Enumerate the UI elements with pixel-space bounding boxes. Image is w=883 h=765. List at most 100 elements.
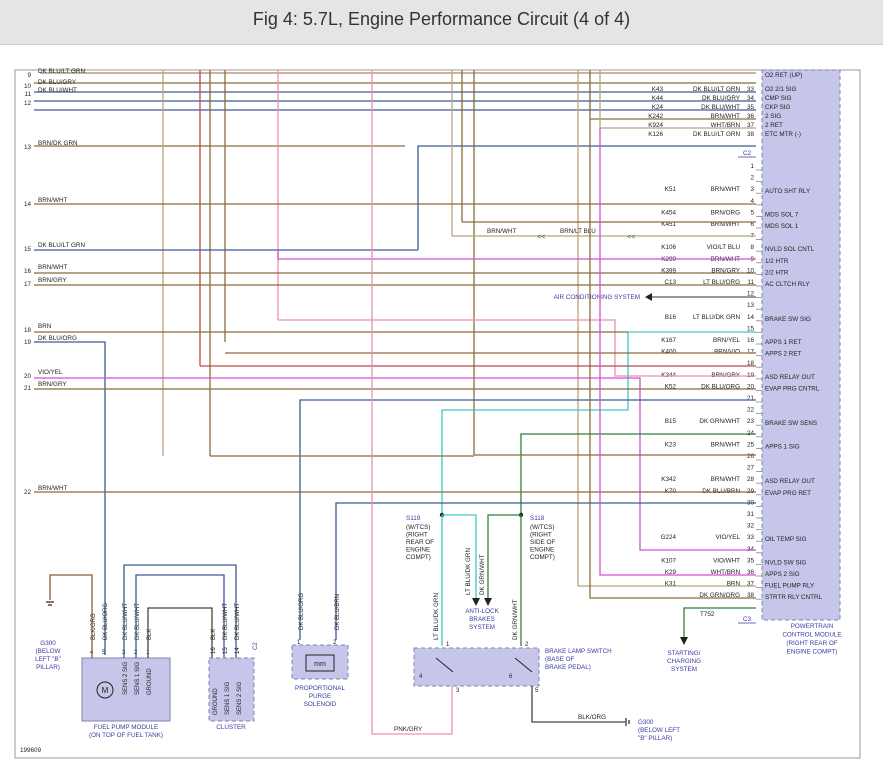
pin-number: 38 (747, 131, 755, 138)
wire-color-label: DK BLU/WHT (135, 603, 141, 640)
circuit-label: K451 (661, 221, 676, 228)
circuit-label: K126 (648, 131, 663, 138)
pcm-signal-label: ASD RELAY OUT (765, 478, 815, 485)
pin-number: 20 (747, 383, 755, 390)
pin-number: 35 (747, 557, 755, 564)
pin-signal-label: GROUND (147, 668, 153, 695)
pcm-signal-label: APPS 2 SIG (765, 571, 800, 578)
pin-number: 6 (509, 674, 513, 680)
pcm-signal-label: O2 RET (UP) (765, 72, 802, 79)
pcm-signal-label: APPS 1 SIG (765, 443, 800, 450)
purge-solenoid-label: PROPORTIONAL (295, 685, 345, 692)
row-number: 15 (24, 246, 32, 253)
pin-number: 33 (747, 534, 755, 541)
pin-number: 19 (747, 372, 755, 379)
wire-color-label: WHT/BRN (711, 569, 741, 576)
wire (147, 607, 213, 658)
wire-color-label: VIO/WHT (713, 557, 740, 564)
wire (371, 70, 453, 735)
circuit-label: K29 (665, 569, 677, 576)
row-number: 18 (24, 327, 32, 334)
abs-system-label: ANTI-LOCK (465, 608, 499, 615)
pcm-signal-label: BRAKE SW SENS (765, 420, 817, 427)
wire-color-label: BRN/WHT (711, 186, 741, 193)
row-number: 22 (24, 489, 32, 496)
wire-color-label: DK GRN/WHT (512, 599, 519, 640)
pin-number: 17 (747, 349, 755, 356)
wire-color-label: DK BLU/LT GRN (693, 131, 740, 138)
wire-color-label: BRN (38, 323, 52, 330)
ground-label: (BELOW (36, 648, 61, 655)
pcm-signal-label: 2/2 HTR (765, 269, 789, 276)
wire-color-label: BLK/ORG (578, 714, 606, 721)
circuit-label: K70 (665, 488, 677, 495)
splice-location: (RIGHT (406, 532, 428, 539)
circuit-label: K924 (648, 122, 663, 129)
diagram-frame (14, 69, 861, 759)
pin-number: 3 (456, 688, 460, 694)
pcm-title: POWERTRAIN (791, 623, 834, 630)
diagram-id: 199609 (20, 747, 42, 754)
charging-system-label: CHARGING (667, 658, 701, 665)
pin-number: 1 (297, 640, 301, 646)
wire-color-label: BRN/WHT (711, 476, 741, 483)
wire (442, 514, 477, 600)
brake-switch-label: BRAKE PEDAL) (545, 664, 591, 671)
pin-number: 25 (747, 441, 755, 448)
pin-number: 34 (747, 95, 755, 102)
wire-color-label: DK BLU/WHT (223, 603, 229, 640)
pin-number: 2 (333, 640, 337, 646)
pcm-signal-label: 1/2 HTR (765, 258, 789, 265)
pin-number: 16 (747, 337, 755, 344)
wire-color-label: DK BLU/GRY (702, 95, 741, 102)
wire-color-label: BRN/WHT (711, 113, 741, 120)
splice-location: (RIGHT (530, 532, 552, 539)
pin-number: 5 (102, 650, 106, 656)
row-number: 9 (27, 72, 31, 79)
circuit-label: B15 (665, 418, 677, 425)
pin-number: 15 (223, 647, 229, 654)
wire-color-label: BRN/WHT (38, 197, 68, 204)
connector-c2-label: C2 (743, 150, 752, 157)
pcm-signal-label: STRTR RLY CNTRL (765, 594, 823, 601)
wire (278, 319, 756, 377)
wire-color-label: DK BLU/ORG (103, 603, 109, 640)
wire (34, 377, 756, 551)
pin-signal-label: SENS 2 SIG (237, 681, 243, 715)
pin-number: 3 (750, 186, 754, 193)
charging-system-label: STARTING/ (667, 650, 700, 657)
pcm-box (761, 69, 841, 621)
pcm-signal-label: 2 RET (765, 122, 783, 129)
wire (599, 128, 756, 576)
wire (417, 145, 756, 250)
pin-number: 28 (747, 476, 755, 483)
splice-location: (W/TCS) (406, 524, 430, 531)
pin-number: 2 (750, 175, 754, 182)
pcm-signal-label: BRAKE SW SIG (765, 316, 811, 323)
row-number: 14 (24, 201, 32, 208)
pin-number: 36 (747, 569, 755, 576)
brake-switch-label: BRAKE LAMP SWITCH (545, 648, 612, 655)
ground-label: G300 (638, 719, 654, 726)
pin-number: 32 (747, 523, 755, 530)
pin-number: 12 (747, 291, 755, 298)
pin-number: 14 (235, 647, 241, 654)
circuit-label: K167 (661, 337, 676, 344)
row-number: 12 (24, 100, 32, 107)
splice-location: ENGINE (406, 547, 430, 554)
circuit-label: B16 (665, 314, 677, 321)
page-title: Fig 4: 5.7L, Engine Performance Circuit … (252, 9, 631, 29)
wire (277, 250, 756, 260)
wire-color-label: BLK (147, 629, 153, 640)
pin-number: 24 (747, 430, 755, 437)
pin-number: 33 (747, 86, 755, 93)
splice-location: REAR OF (406, 539, 434, 546)
pin-number: 35 (747, 104, 755, 111)
pin-number: 6 (750, 221, 754, 228)
row-number: 13 (24, 144, 32, 151)
wire-color-label: BRN/GRY (711, 267, 740, 274)
pin-number: 8 (750, 244, 754, 251)
splice-location: COMPT) (530, 554, 555, 561)
brake-switch-label: (BASE OF (545, 656, 575, 663)
pin-number: 21 (747, 395, 755, 402)
